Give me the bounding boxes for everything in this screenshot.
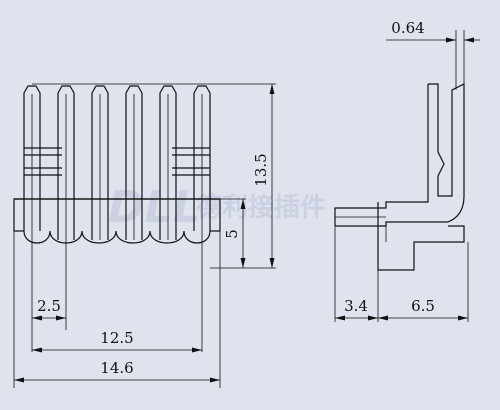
side-housing bbox=[377, 202, 465, 271]
pin bbox=[91, 85, 109, 240]
dim-body-height-label: 5 bbox=[223, 229, 241, 239]
dim-overall-height: 13.5 bbox=[252, 84, 275, 268]
dim-overall-width-label: 14.6 bbox=[100, 359, 133, 377]
pins bbox=[23, 85, 211, 352]
pin bbox=[159, 85, 177, 240]
pin bbox=[125, 85, 143, 240]
dim-side-pin-offset-label: 6.5 bbox=[411, 297, 435, 315]
dim-side-base-label: 3.4 bbox=[344, 297, 368, 315]
watermark-latin: DLL bbox=[108, 182, 201, 233]
housing-body bbox=[13, 198, 221, 244]
pin bbox=[23, 85, 41, 262]
dim-pin-thickness: 0.64 bbox=[386, 19, 480, 43]
side-pin bbox=[335, 83, 465, 227]
pin bbox=[193, 85, 211, 352]
dim-pitch-label: 2.5 bbox=[37, 297, 61, 315]
housing-ribs bbox=[24, 147, 210, 176]
dim-overall-height-label: 13.5 bbox=[252, 153, 270, 186]
dim-side-pin-offset: 6.5 bbox=[378, 297, 468, 321]
pin bbox=[57, 85, 75, 330]
extension-lines bbox=[13, 198, 276, 388]
watermark-cjk: 德利接插件 bbox=[196, 193, 326, 223]
dim-pin-span: 12.5 bbox=[32, 329, 202, 353]
dim-pitch: 2.5 bbox=[32, 297, 66, 321]
dim-body-height: 5 bbox=[223, 199, 246, 268]
dim-side-base: 3.4 bbox=[335, 297, 378, 321]
dim-overall-width: 14.6 bbox=[14, 359, 220, 383]
dim-pin-thickness-label: 0.64 bbox=[391, 19, 424, 37]
side-view: 0.64 3.4 6.5 bbox=[334, 19, 480, 322]
watermark: DLL 德利接插件 bbox=[108, 182, 326, 233]
front-view: 13.5 5 2.5 12.5 14.6 bbox=[13, 83, 276, 388]
dim-pin-span-label: 12.5 bbox=[100, 329, 133, 347]
